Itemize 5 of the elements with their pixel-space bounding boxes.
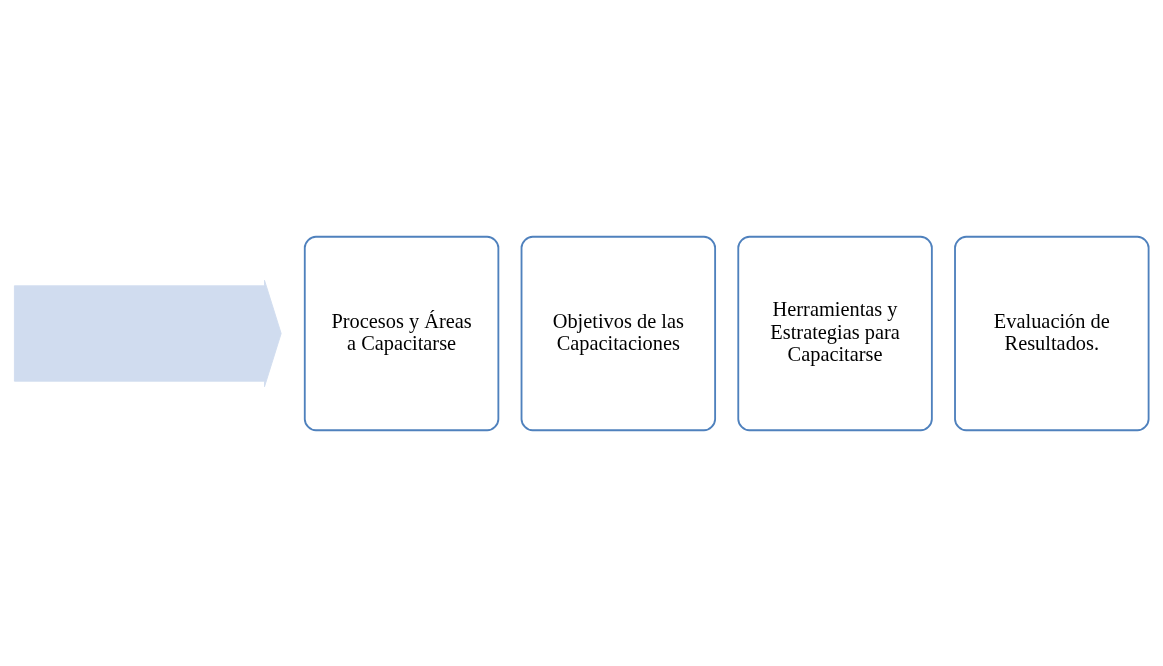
node-box: Objetivos de las Capacitaciones	[520, 235, 717, 431]
node-box: Evaluación de Resultados.	[954, 235, 1150, 431]
node-arrow	[13, 279, 282, 387]
node-box: Procesos y Áreas a Capacitarse	[303, 235, 500, 431]
node-box: Herramientas y Estrategias para Capacitarse	[737, 235, 933, 431]
